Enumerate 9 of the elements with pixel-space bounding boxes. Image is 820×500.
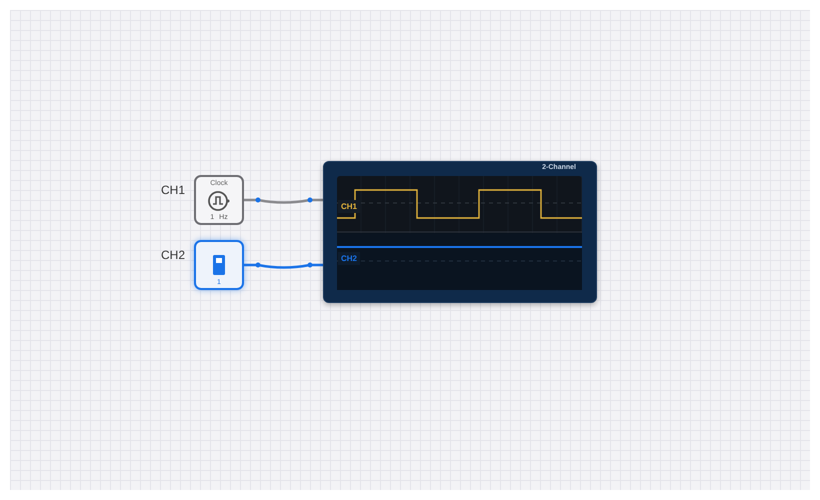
channel-label: CH2 <box>338 252 360 265</box>
oscilloscope-component <box>323 161 597 303</box>
wire <box>244 264 323 269</box>
channel-label: CH1 <box>338 200 360 213</box>
channel-label: CH2 <box>161 248 186 262</box>
clock-component <box>194 175 244 225</box>
wire <box>244 198 323 204</box>
switch-component <box>194 240 244 290</box>
channel-label: CH1 <box>161 183 186 197</box>
